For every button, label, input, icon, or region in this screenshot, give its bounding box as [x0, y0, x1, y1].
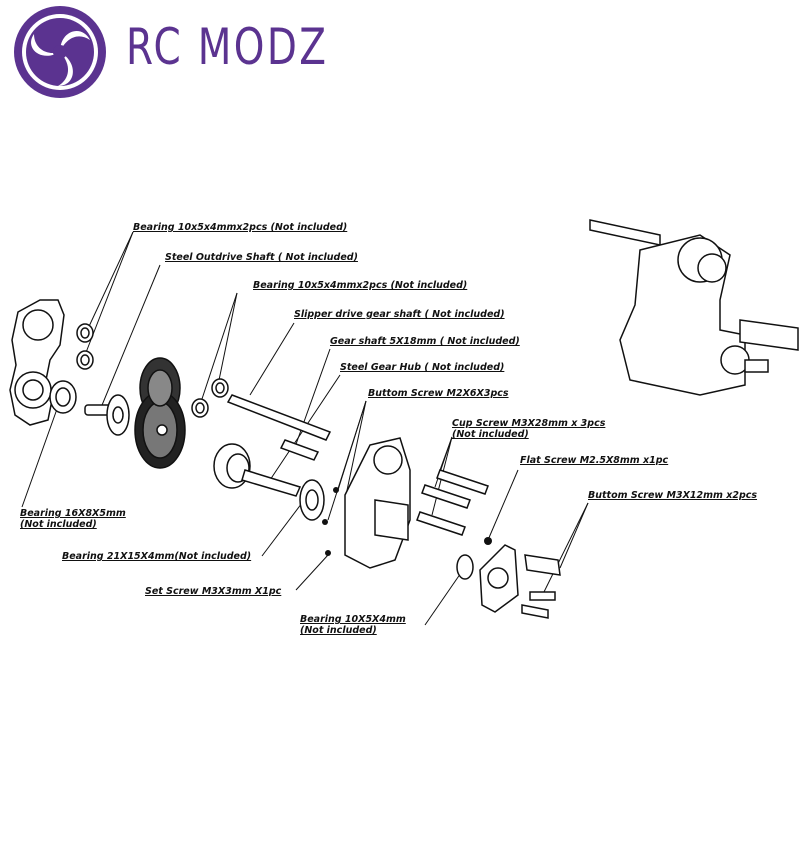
- label-flat-screw: Flat Screw M2.5X8mm x1pc: [520, 455, 669, 466]
- label-bottom-screw-m3: Buttom Screw M3X12mm x2pcs: [588, 490, 758, 501]
- label-cup-screw: Cup Screw M3X28mm x 3pcs: [452, 418, 606, 429]
- label-gear-hub: Steel Gear Hub ( Not included): [340, 362, 505, 373]
- label-bearing-16: Bearing 16X8X5mm: [20, 508, 126, 519]
- assembled-gearbox: [589, 219, 799, 396]
- label-bearing-mid: Bearing 10x5x4mmx2pcs (Not included): [253, 280, 468, 291]
- label-bottom-screw-m2: Buttom Screw M2X6X3pcs: [368, 388, 509, 399]
- left-gearbox-housing: [9, 299, 65, 426]
- label-cup-screw-note: (Not included): [452, 429, 529, 440]
- label-gear-shaft: Gear shaft 5X18mm ( Not included): [330, 336, 520, 347]
- label-set-screw: Set Screw M3X3mm X1pc: [145, 586, 282, 597]
- brand-name: RC MODZ: [126, 18, 329, 76]
- center-gearbox-housing: [344, 437, 411, 569]
- spur-gear-stack: [134, 357, 186, 469]
- outdrive-cap: [456, 544, 519, 613]
- slipper-drive-assembly: [213, 443, 325, 521]
- triskelion-swirl-icon: [14, 6, 106, 98]
- label-bearing-top: Bearing 10x5x4mmx2pcs (Not included): [133, 222, 348, 233]
- label-bearing-10: Bearing 10X5X4mm: [300, 614, 406, 625]
- label-bearing-10-note: (Not included): [300, 625, 377, 636]
- label-outdrive-shaft: Steel Outdrive Shaft ( Not included): [165, 252, 358, 263]
- label-bearing-21: Bearing 21X15X4mm(Not included): [62, 551, 252, 562]
- label-bearing-16-note: (Not included): [20, 519, 97, 530]
- label-slipper-shaft: Slipper drive gear shaft ( Not included): [294, 309, 505, 320]
- outdrive-shaft: [84, 394, 130, 436]
